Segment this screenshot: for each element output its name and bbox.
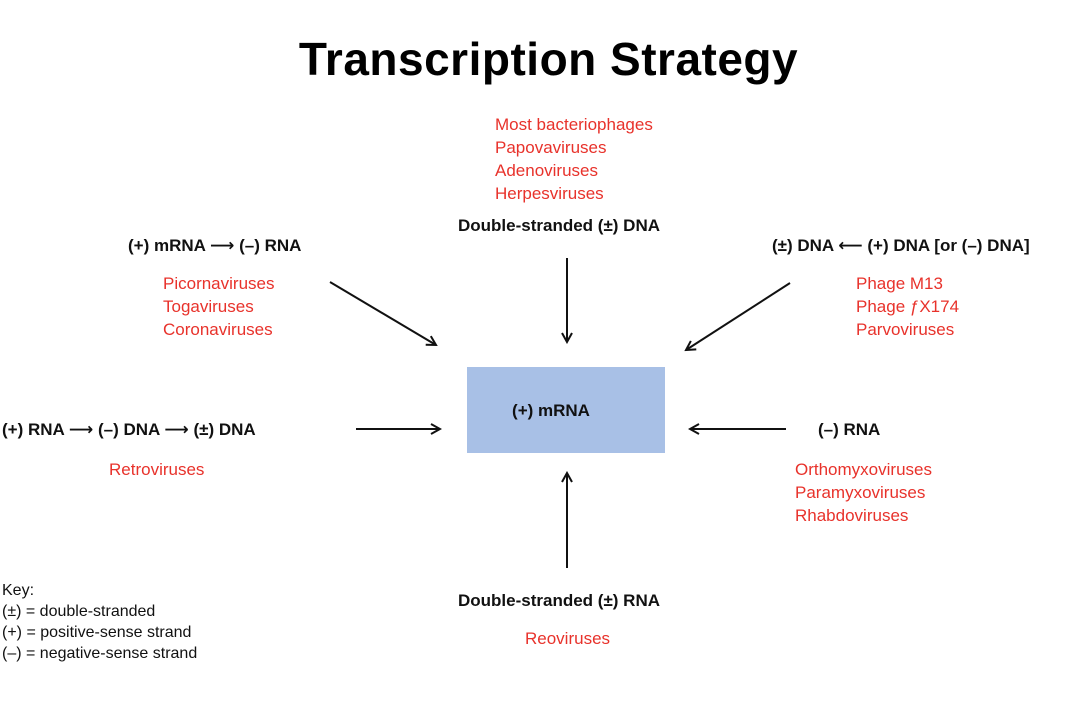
arrow-top-left — [329, 281, 436, 345]
virus-name: Orthomyxoviruses — [795, 460, 932, 479]
top-right-virus-list: Phage M13 Phage ƒX174 Parvoviruses — [856, 272, 959, 341]
virus-name: Togaviruses — [163, 297, 254, 316]
bottom-genome-label: Double-stranded (±) RNA — [458, 591, 660, 610]
virus-name: Reoviruses — [525, 629, 611, 648]
arrow-top-right — [686, 282, 791, 350]
virus-name: Parvoviruses — [856, 320, 955, 339]
key-item: (+) = positive-sense strand — [2, 624, 192, 641]
virus-name: Adenoviruses — [495, 161, 599, 180]
top-virus-list: Most bacteriophages Papovaviruses Adenov… — [495, 113, 653, 205]
virus-name: Phage ƒX174 — [856, 297, 960, 316]
virus-name: Retroviruses — [109, 460, 205, 479]
virus-name: Herpesviruses — [495, 184, 604, 203]
virus-name: Phage M13 — [856, 274, 943, 293]
right-virus-list: Orthomyxoviruses Paramyxoviruses Rhabdov… — [795, 458, 932, 527]
center-mrna-box: (+) mRNA — [467, 367, 665, 453]
virus-name: Papovaviruses — [495, 138, 607, 157]
key-item: (±) = double-stranded — [2, 603, 156, 620]
virus-name: Most bacteriophages — [495, 115, 653, 134]
legend-key: Key: (±) = double-stranded (+) = positiv… — [2, 580, 197, 664]
virus-name: Rhabdoviruses — [795, 506, 909, 525]
top-left-genome-label: (+) mRNA ⟶ (–) RNA — [128, 236, 302, 255]
left-genome-label: (+) RNA ⟶ (–) DNA ⟶ (±) DNA — [2, 420, 256, 439]
virus-name: Picornaviruses — [163, 274, 275, 293]
left-virus-list: Retroviruses — [109, 458, 204, 481]
key-heading: Key: — [2, 582, 35, 599]
right-genome-label: (–) RNA — [818, 420, 881, 439]
page-title: Transcription Strategy — [298, 33, 799, 85]
bottom-virus-list: Reoviruses — [525, 627, 610, 650]
top-left-virus-list: Picornaviruses Togaviruses Coronaviruses — [163, 272, 275, 341]
key-item: (–) = negative-sense strand — [2, 645, 198, 662]
virus-name: Paramyxoviruses — [795, 483, 926, 502]
top-genome-label: Double-stranded (±) DNA — [458, 216, 660, 235]
virus-name: Coronaviruses — [163, 320, 273, 339]
top-right-genome-label: (±) DNA ⟵ (+) DNA [or (–) DNA] — [772, 236, 1030, 255]
center-label: (+) mRNA — [512, 401, 590, 420]
